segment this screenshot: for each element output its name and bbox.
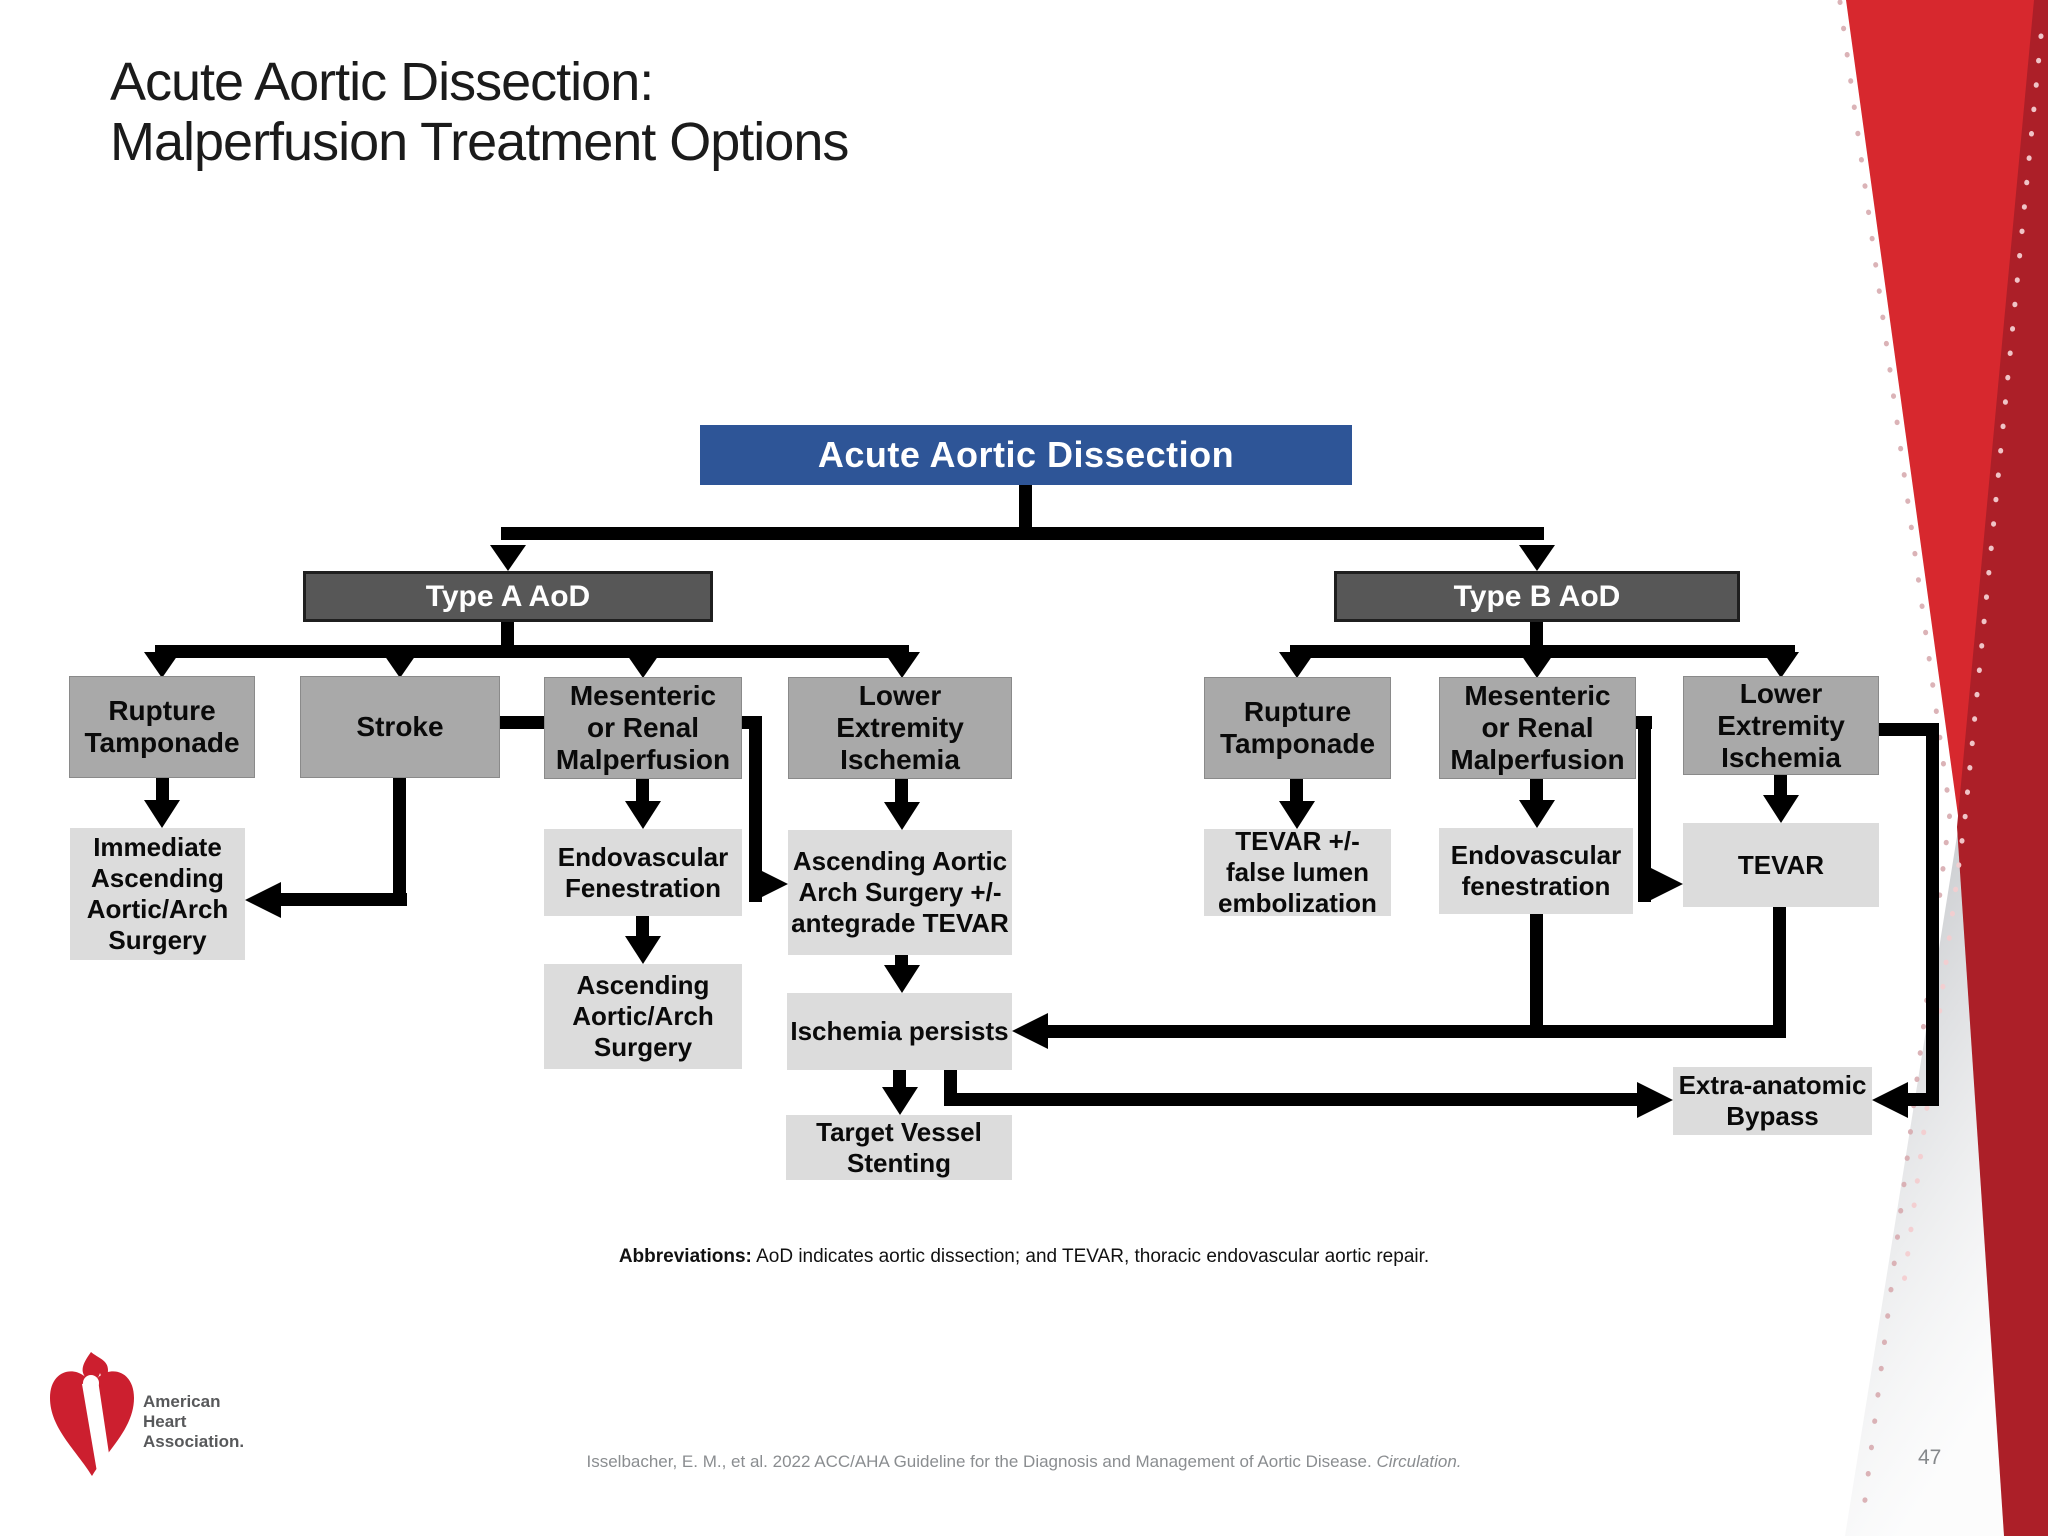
node-type-b-aod: Type B AoD xyxy=(1334,571,1740,622)
deco-dark-red-band xyxy=(1957,0,2048,1536)
node-mesenteric-renal-malperfusion-a: Mesenteric or Renal Malperfusion xyxy=(544,677,742,779)
connector-leiB-right-vertical xyxy=(1926,723,1939,1106)
arrowhead-to-typeA xyxy=(490,545,526,571)
node-acute-aortic-dissection: Acute Aortic Dissection xyxy=(700,425,1352,485)
arrowhead-to-ruptureB xyxy=(1279,652,1315,678)
connector-mesB-side-vertical xyxy=(1638,716,1651,902)
arrowhead-to-ischemia-right xyxy=(1012,1013,1048,1049)
arrowhead-to-immediate xyxy=(144,800,180,828)
connector-ischemia-drop xyxy=(893,1070,906,1089)
node-extra-anatomic-bypass: Extra-anatomic Bypass xyxy=(1673,1067,1872,1135)
node-rupture-tamponade-a: Rupture Tamponade xyxy=(69,676,255,778)
connector-mesB-drop xyxy=(1530,778,1543,804)
aha-logo-line2: Heart xyxy=(143,1412,187,1431)
connector-endofenA-drop xyxy=(636,916,649,940)
node-lower-extremity-ischemia-a: Lower Extremity Ischemia xyxy=(788,677,1012,779)
arrowhead-to-ischemia xyxy=(884,965,920,993)
node-target-vessel-stenting: Target Vessel Stenting xyxy=(786,1115,1012,1180)
arrowhead-to-ruptureA xyxy=(144,652,180,678)
page-number: 47 xyxy=(1918,1446,1942,1469)
node-mesenteric-renal-malperfusion-b: Mesenteric or Renal Malperfusion xyxy=(1439,677,1636,779)
arrowhead-to-aaastevar-left xyxy=(752,866,788,902)
arrowhead-to-aaastevar xyxy=(884,802,920,830)
node-lower-extremity-ischemia-b: Lower Extremity Ischemia xyxy=(1683,676,1879,775)
arrowhead-to-tevarfl xyxy=(1279,801,1315,829)
citation-text: Isselbacher, E. M., et al. 2022 ACC/AHA … xyxy=(586,1452,1377,1471)
connector-stroke-mesA-link xyxy=(500,716,544,729)
slide-title-line2: Malperfusion Treatment Options xyxy=(110,112,849,172)
node-tevar-false-lumen-embolization: TEVAR +/- false lumen embolization xyxy=(1204,826,1391,918)
aha-logo-wordmark: American Heart Association. xyxy=(143,1392,244,1452)
citation: Isselbacher, E. M., et al. 2022 ACC/AHA … xyxy=(0,1452,2048,1472)
connector-leiB-stub xyxy=(1879,723,1939,736)
arrowhead-to-endofenB xyxy=(1519,800,1555,828)
node-ischemia-persists: Ischemia persists xyxy=(787,993,1012,1070)
aha-logo: American Heart Association. xyxy=(44,1350,364,1490)
arrowhead-to-extra-right xyxy=(1872,1082,1908,1118)
connector-ruptureB-drop xyxy=(1290,778,1303,805)
node-ascending-aortic-arch-surgery: Ascending Aortic/Arch Surgery xyxy=(544,964,742,1069)
connector-mesA-side-vertical xyxy=(749,716,762,902)
node-ascending-arch-surgery-antegrade-tevar: Ascending Aortic Arch Surgery +/- antegr… xyxy=(788,830,1012,955)
arrowhead-to-extra-left xyxy=(1637,1082,1673,1118)
arrowhead-to-ascsurg xyxy=(625,936,661,964)
connector-leiB-drop xyxy=(1774,774,1787,799)
arrowhead-to-leiB xyxy=(1763,652,1799,678)
slide-title-line1: Acute Aortic Dissection: xyxy=(110,52,654,112)
connector-tevarB-dropline xyxy=(1773,907,1786,1038)
connector-ischemia-elbow-horizontal xyxy=(944,1093,1640,1106)
heart-torch-icon xyxy=(50,1352,134,1478)
node-tevar: TEVAR xyxy=(1683,823,1879,907)
arrowhead-to-leiA xyxy=(884,652,920,678)
connector-leiB-bottom-horizontal xyxy=(1905,1093,1935,1106)
connector-main-branch xyxy=(501,527,1544,540)
aha-logo-line1: American xyxy=(143,1392,221,1411)
connector-ruptureA-drop xyxy=(156,778,169,804)
node-immediate-ascending-aortic-arch-surgery: Immediate Ascending Aortic/Arch Surgery xyxy=(70,828,245,960)
node-rupture-tamponade-b: Rupture Tamponade xyxy=(1204,677,1391,779)
node-type-a-aod: Type A AoD xyxy=(303,571,713,622)
arrowhead-to-target xyxy=(882,1087,918,1115)
abbreviations-label: Abbreviations: xyxy=(618,1246,752,1267)
abbreviations-text: AoD indicates aortic dissection; and TEV… xyxy=(751,1246,1430,1267)
arrowhead-to-stroke xyxy=(382,652,418,678)
arrowhead-to-tevarB-left xyxy=(1647,866,1683,902)
connector-mesA-drop xyxy=(636,778,649,805)
abbreviations-note: Abbreviations: AoD indicates aortic diss… xyxy=(0,1246,2048,1268)
connector-leiA-drop xyxy=(895,778,908,806)
aha-logo-line3: Association. xyxy=(143,1432,245,1451)
citation-journal: Circulation. xyxy=(1376,1452,1462,1471)
arrowhead-to-immediate-right xyxy=(245,882,281,918)
arrowhead-to-endofenA xyxy=(625,801,661,829)
connector-typeA-childline xyxy=(155,645,909,658)
node-endovascular-fenestration-b: Endovascular fenestration xyxy=(1439,828,1633,914)
arrowhead-to-tevarB xyxy=(1763,795,1799,823)
slide-title: Acute Aortic Dissection: Malperfusion Tr… xyxy=(110,52,849,172)
connector-to-ischemia-horizontal xyxy=(1048,1025,1786,1038)
node-endovascular-fenestration-a: Endovascular Fenestration xyxy=(544,829,742,916)
connector-stroke-vertical xyxy=(393,778,406,906)
arrowhead-to-mesA xyxy=(625,652,661,678)
connector-typeB-childline xyxy=(1290,645,1795,658)
arrowhead-to-mesB xyxy=(1519,652,1555,678)
connector-root-drop xyxy=(1019,485,1032,540)
connector-endofenB-dropline xyxy=(1530,914,1543,1038)
connector-stroke-horizontal xyxy=(277,893,407,906)
arrowhead-to-typeB xyxy=(1519,545,1555,571)
node-stroke: Stroke xyxy=(300,676,500,778)
